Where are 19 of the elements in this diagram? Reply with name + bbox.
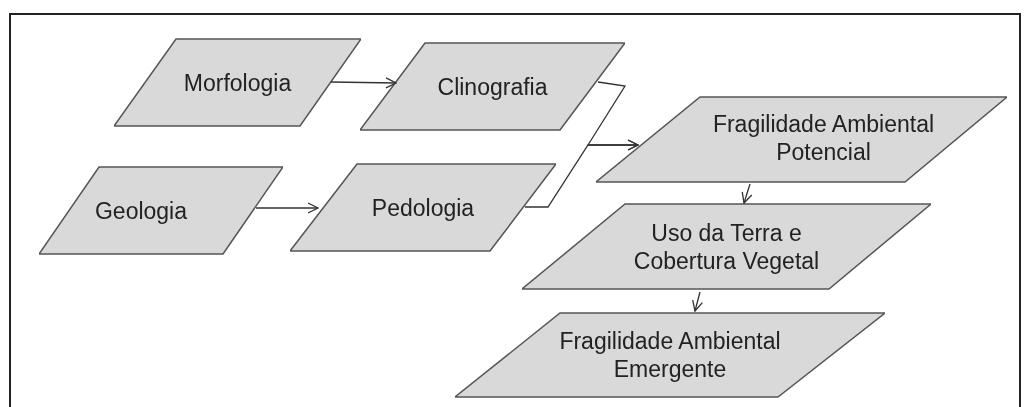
parallelogram-node [290, 163, 556, 252]
parallelogram-node [455, 312, 885, 398]
parallelogram-node [360, 42, 625, 131]
parallelogram-node [39, 166, 283, 255]
arrow [692, 291, 704, 312]
node-label: Fragilidade Ambiental Emergente [558, 327, 782, 383]
arrow [741, 183, 753, 204]
node-label: Morfologia [183, 68, 292, 97]
node-label: Pedologia [371, 193, 475, 222]
node-label: Fragilidade Ambiental Potencial [711, 109, 936, 166]
parallelogram-node [114, 38, 361, 127]
arrow [330, 77, 397, 89]
node-label: Geologia [94, 196, 188, 225]
arrow [255, 202, 319, 214]
node-label: Uso da Terra e Cobertura Vegetal [632, 218, 821, 275]
parallelogram-node [596, 96, 1007, 183]
parallelogram-node [522, 203, 931, 290]
arrow [524, 139, 639, 208]
node-label: Clinografia [437, 72, 548, 101]
